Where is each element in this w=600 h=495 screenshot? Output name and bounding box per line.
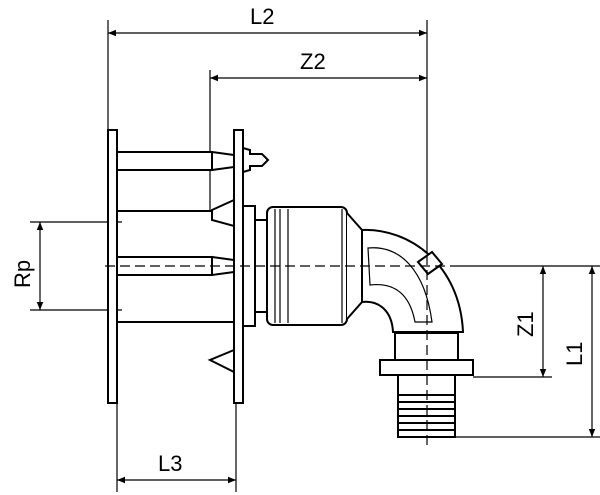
center-lines <box>105 255 460 448</box>
label-Z1: Z1 <box>513 311 538 337</box>
label-L2: L2 <box>250 4 274 29</box>
dimension-L3: L3 <box>117 451 236 484</box>
label-Z2: Z2 <box>300 49 326 74</box>
extension-lines <box>30 20 600 492</box>
label-Rp: Rp <box>10 260 35 288</box>
elbow-fitting <box>361 228 474 438</box>
dimension-L1: L1 <box>562 266 596 437</box>
dimension-Z1: Z1 <box>513 266 547 377</box>
label-L3: L3 <box>158 451 182 476</box>
dimension-Rp: Rp <box>10 222 44 310</box>
label-L1: L1 <box>562 342 587 366</box>
dimension-Z2: Z2 <box>210 49 427 82</box>
dimension-L2: L2 <box>108 4 427 37</box>
